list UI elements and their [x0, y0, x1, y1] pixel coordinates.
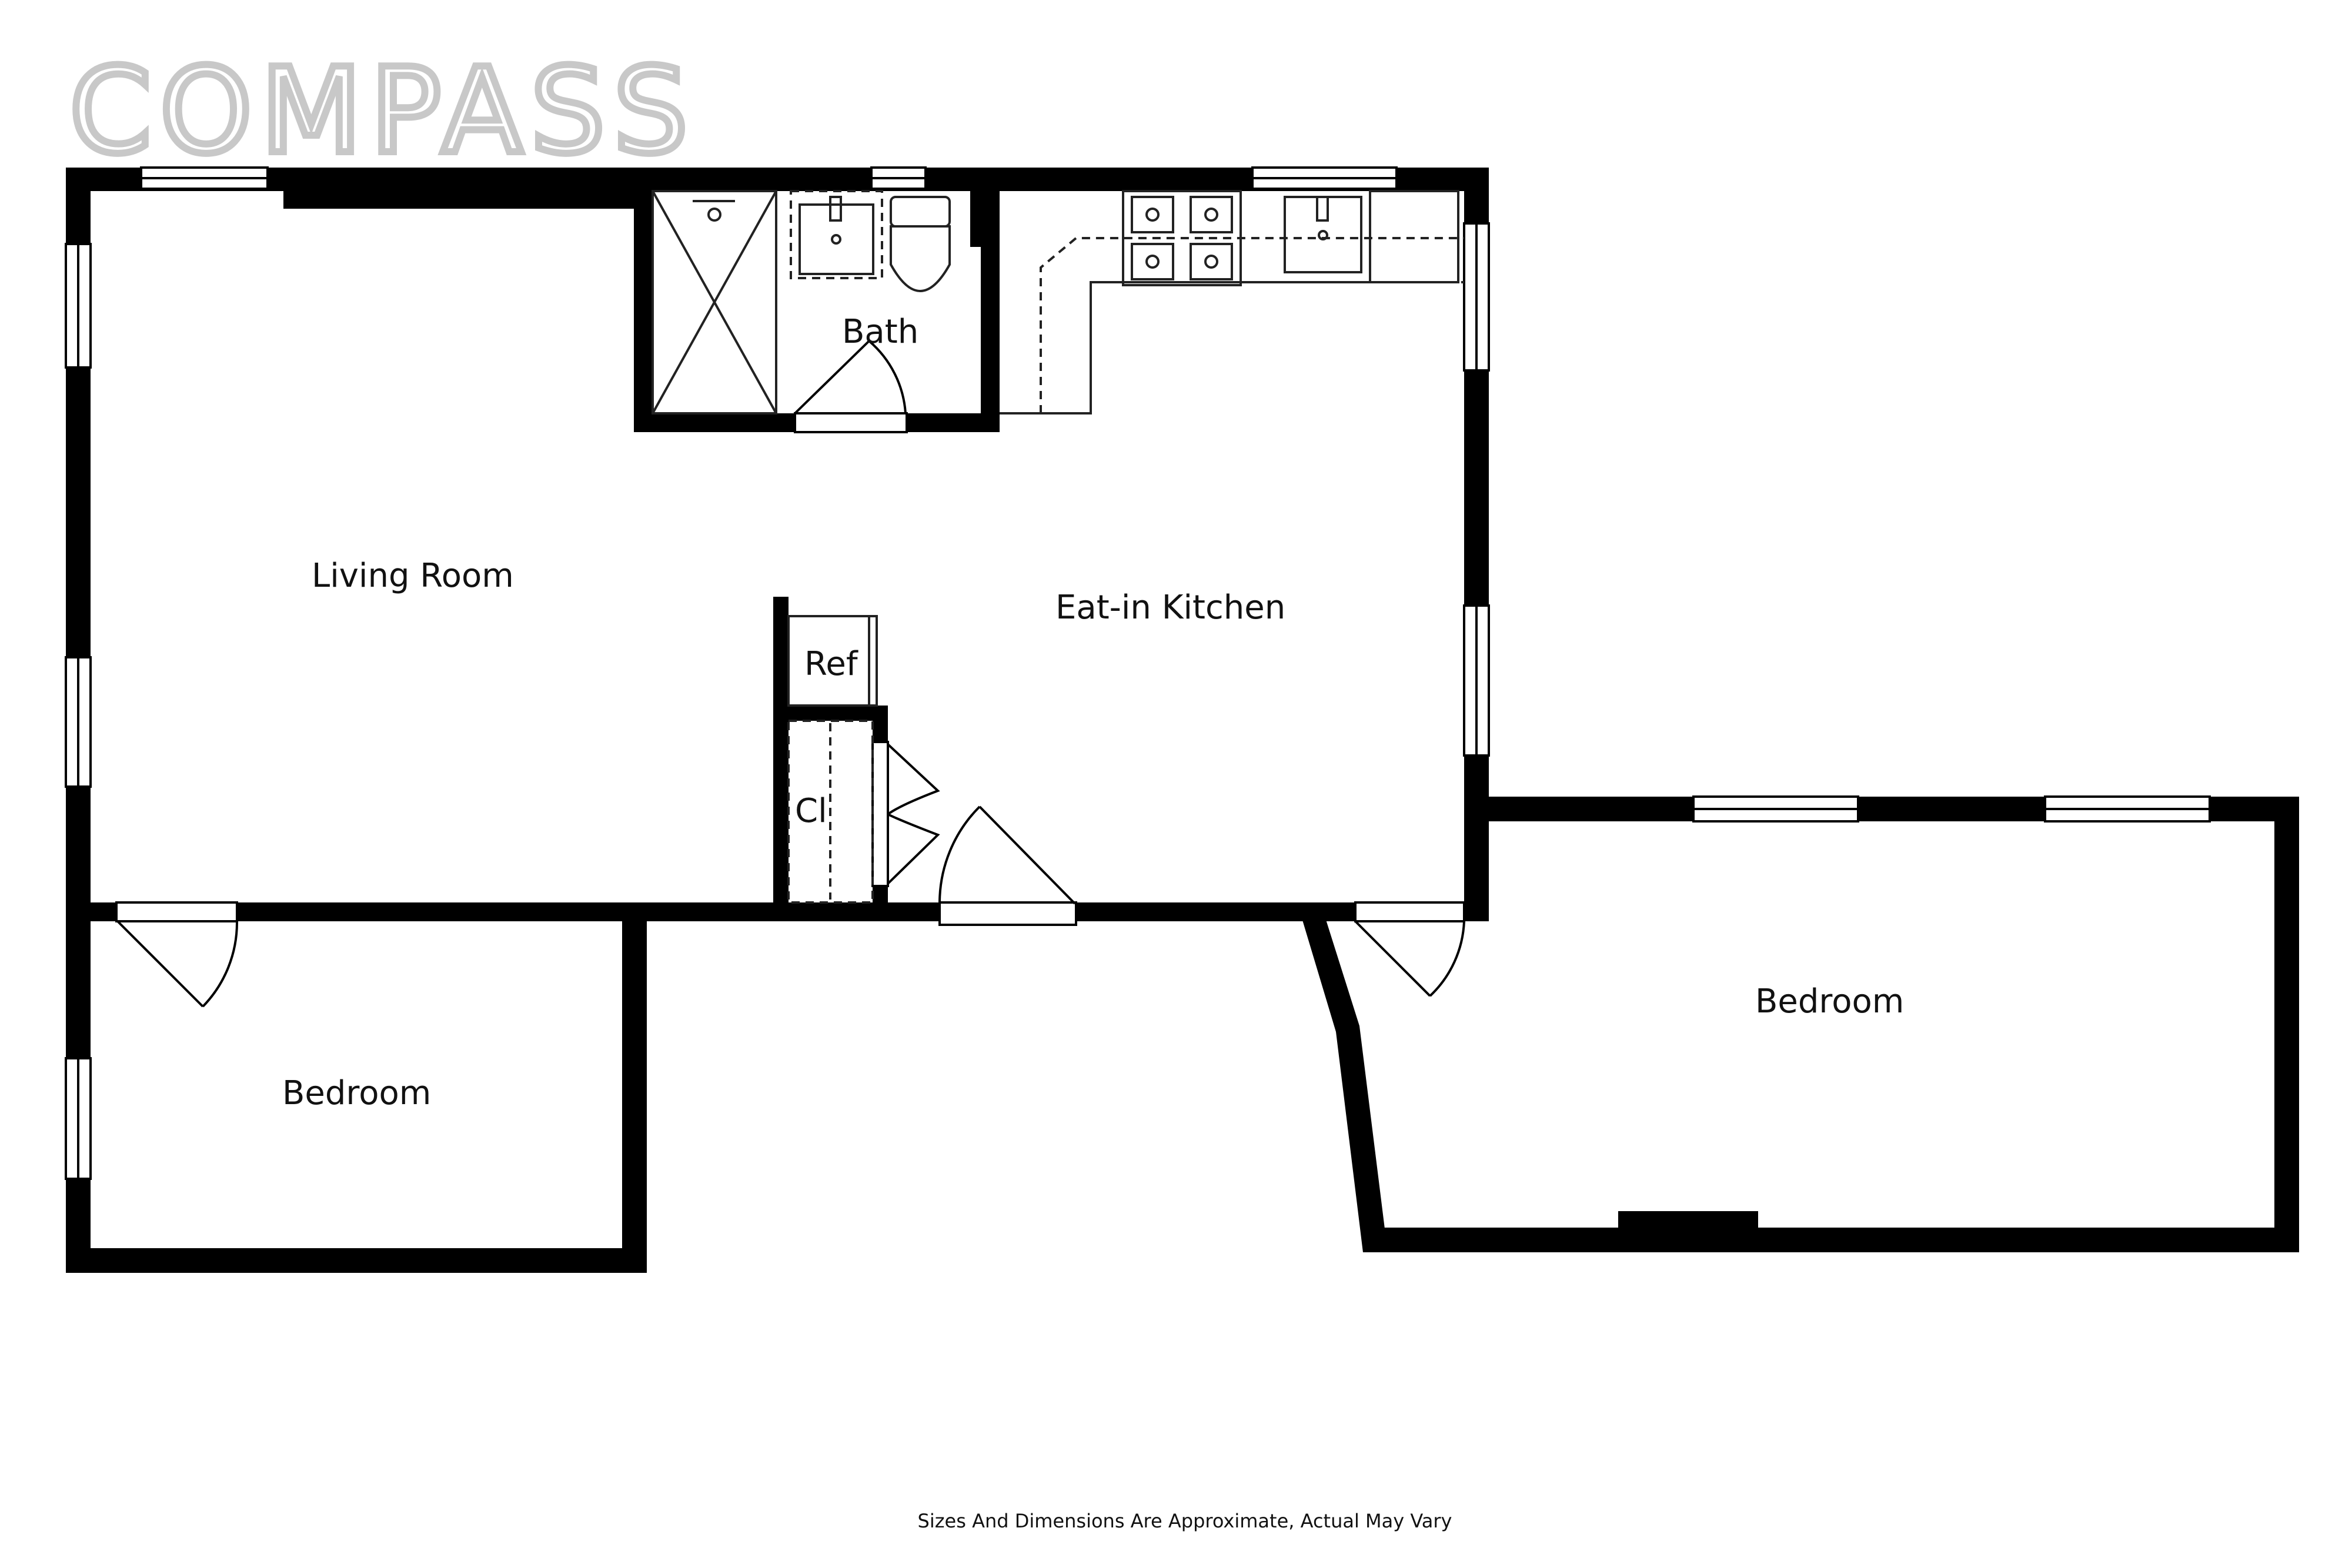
closet-door-swing	[887, 813, 940, 885]
stove	[1122, 190, 1242, 286]
door-leaf	[1354, 920, 1431, 997]
fixtures	[652, 190, 1464, 904]
shower	[652, 190, 777, 414]
wall-bath-right-nub	[970, 188, 1000, 247]
bath-vanity	[790, 190, 883, 279]
room-labels: Living Room Eat-in Kitchen Bath Ref Cl B…	[282, 313, 1904, 1112]
door-leaf	[794, 340, 870, 414]
door-swing	[868, 340, 907, 414]
toilet-bowl	[890, 225, 951, 292]
label-bedroom-right: Bedroom	[1755, 982, 1904, 1021]
shower-drain	[707, 208, 721, 222]
wall-bedroom-right-bottom-thick	[1618, 1211, 1758, 1235]
door-swing	[938, 805, 981, 904]
wall-bedroom-right-right	[2274, 797, 2299, 1252]
compass-logo: COMPASS	[69, 43, 696, 180]
wall-bedroom-right-bottom	[1363, 1228, 2299, 1252]
wall-bath-left	[634, 168, 653, 432]
wall-ref-left	[773, 597, 789, 908]
label-living-room: Living Room	[312, 557, 514, 595]
closet-door-swing	[887, 743, 940, 815]
disclaimer-text: Sizes And Dimensions Are Approximate, Ac…	[918, 1510, 1452, 1532]
wall-bedroom-right-left	[1301, 914, 1388, 1252]
label-bedroom-left: Bedroom	[282, 1074, 431, 1112]
doors	[115, 340, 1465, 1008]
wall-bedroom-left-bottom	[66, 1248, 647, 1273]
closet-door-frame	[871, 741, 889, 887]
kitchen-counter-edge	[1000, 191, 1459, 414]
door-leaf	[978, 805, 1076, 905]
label-bath: Bath	[842, 313, 918, 351]
door-opening	[794, 412, 908, 433]
refrigerator	[787, 615, 878, 707]
wall-closet-top	[773, 706, 888, 721]
label-ref: Ref	[804, 645, 858, 683]
toilet-tank	[890, 196, 951, 228]
kitchen-counter	[1000, 281, 1464, 414]
door-opening	[115, 901, 238, 922]
door-swing	[1429, 921, 1465, 997]
wall-top-step	[283, 168, 636, 209]
window-mullions	[77, 177, 2210, 1179]
wall-bedroom-right-connector	[1464, 902, 1489, 920]
kitchen-counter	[1040, 237, 1464, 413]
door-opening	[938, 901, 1077, 926]
wall-bedroom-left-right	[622, 914, 647, 1273]
label-closet: Cl	[795, 792, 827, 830]
label-eat-in-kitchen: Eat-in Kitchen	[1055, 589, 1285, 627]
closet-interior	[787, 720, 874, 904]
door-leaf	[116, 920, 204, 1008]
door-opening	[1354, 901, 1465, 922]
door-swing	[202, 921, 239, 1008]
kitchen-sink	[1284, 196, 1362, 273]
windows	[65, 166, 2211, 1180]
stove-burners	[1131, 196, 1233, 280]
bath-sink	[799, 203, 874, 275]
kitchen-counter-end	[1369, 190, 1459, 283]
